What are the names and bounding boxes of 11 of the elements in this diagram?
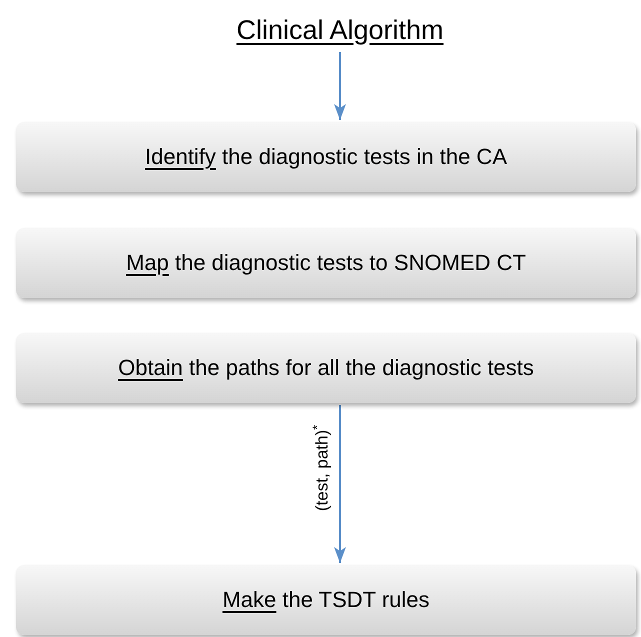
- title: Clinical Algorithm: [236, 14, 444, 47]
- step-text: Identify the diagnostic tests in the CA: [145, 146, 507, 168]
- step-text: Obtain the paths for all the diagnostic tests: [118, 357, 534, 379]
- step-box: [16, 122, 636, 192]
- arrow: [334, 405, 346, 563]
- step-text: Map the diagnostic tests to SNOMED CT: [126, 252, 526, 274]
- arrow: [334, 52, 346, 120]
- step-box: [16, 565, 636, 635]
- step-box: [16, 333, 636, 403]
- step-box: [16, 228, 636, 298]
- step-text: Make the TSDT rules: [222, 589, 430, 611]
